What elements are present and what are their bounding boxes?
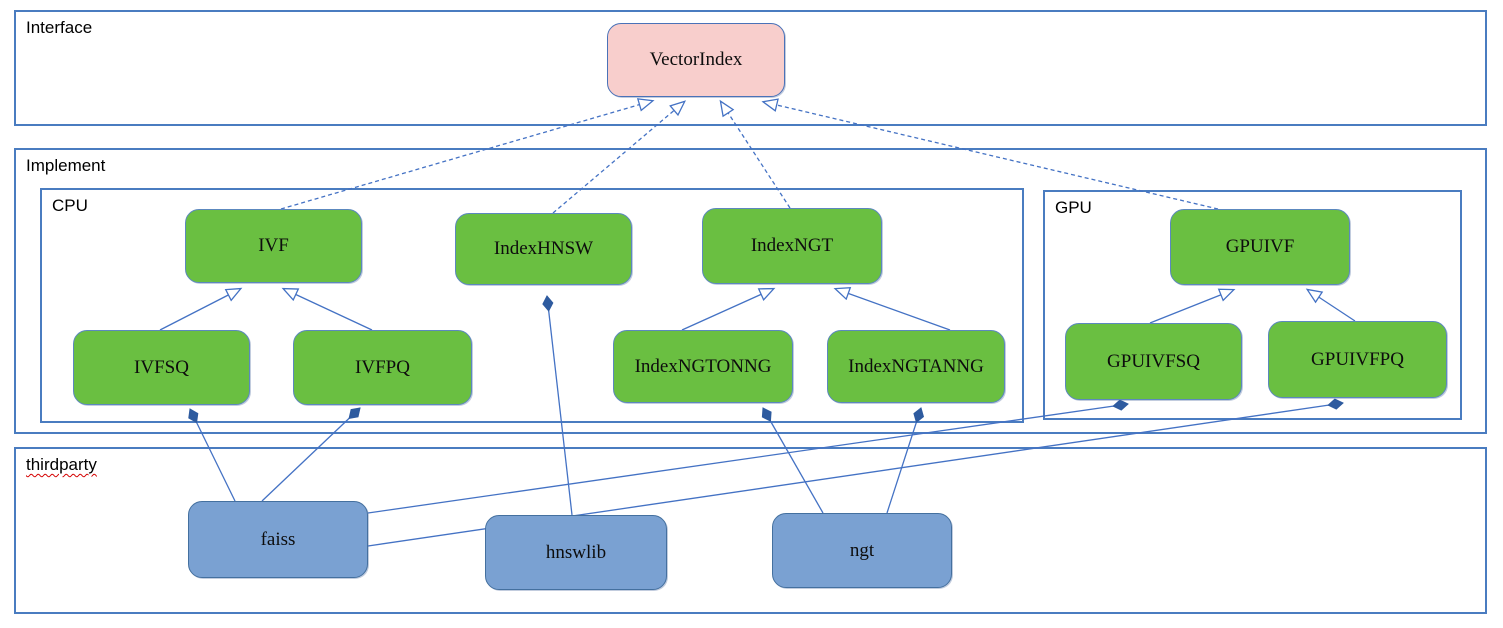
- node-ngt-label: ngt: [849, 539, 875, 561]
- edge-ivf-vectorindex: [280, 98, 655, 210]
- node-vectorindex: VectorIndex: [607, 23, 785, 97]
- node-ivf: IVF: [185, 209, 362, 283]
- node-indexngtanng-label: IndexNGTANNG: [848, 355, 984, 377]
- container-gpu-label: GPU: [1055, 198, 1092, 217]
- edge-indexhnsw-vectorindex: [552, 100, 687, 214]
- edge-indexngt-vectorindex: [719, 99, 791, 209]
- node-gpuivfsq-label: GPUIVFSQ: [1107, 350, 1200, 372]
- edge-ivfsq-ivf: [159, 287, 243, 331]
- node-indexhnsw-label: IndexHNSW: [493, 238, 594, 259]
- edge-ivfpq-ivf: [281, 287, 373, 331]
- container-cpu-label: CPU: [52, 196, 88, 215]
- edge-faiss-ivfpq: [261, 407, 361, 502]
- container-interface-label: Interface: [26, 18, 93, 37]
- node-ngt: ngt: [772, 513, 952, 588]
- node-vectorindex-label: VectorIndex: [649, 49, 743, 70]
- edge-gpuivfsq-gpuivf: [1149, 288, 1236, 324]
- container-implement-label: Implement: [26, 156, 106, 175]
- edge-ngt-indexngtonng: [761, 407, 824, 514]
- node-gpuivf: GPUIVF: [1170, 209, 1350, 285]
- node-ivf-label: IVF: [258, 235, 289, 256]
- edge-indexngtonng-indexngt: [681, 287, 776, 331]
- node-gpuivf-label: GPUIVF: [1225, 236, 1295, 257]
- node-indexngtanng: IndexNGTANNG: [827, 330, 1005, 403]
- node-faiss: faiss: [188, 501, 368, 578]
- node-gpuivfsq: GPUIVFSQ: [1065, 323, 1242, 400]
- node-hnswlib: hnswlib: [485, 515, 667, 590]
- node-indexngtonng: IndexNGTONNG: [613, 330, 793, 403]
- node-ivfsq: IVFSQ: [73, 330, 250, 405]
- node-indexngtonng-label: IndexNGTONNG: [634, 355, 772, 377]
- node-ivfpq-label: IVFPQ: [355, 356, 410, 378]
- node-ivfsq-label: IVFSQ: [134, 356, 189, 378]
- node-indexhnsw: IndexHNSW: [455, 213, 632, 285]
- edge-faiss-gpuivfsq: [367, 399, 1129, 514]
- edge-gpuivf-vectorindex: [761, 98, 1219, 210]
- node-indexngt-label: IndexNGT: [750, 235, 834, 256]
- edge-ngt-indexngtanng: [886, 407, 925, 514]
- container-thirdparty-label: thirdparty: [26, 455, 97, 474]
- node-faiss-label: faiss: [260, 528, 296, 550]
- node-hnswlib-label: hnswlib: [545, 541, 607, 563]
- node-ivfpq: IVFPQ: [293, 330, 472, 405]
- node-gpuivfpq-label: GPUIVFPQ: [1311, 348, 1404, 370]
- node-gpuivfpq: GPUIVFPQ: [1268, 321, 1447, 398]
- edge-hnswlib-indexhnsw: [542, 295, 573, 516]
- node-indexngt: IndexNGT: [702, 208, 882, 284]
- edge-gpuivfpq-gpuivf: [1305, 288, 1356, 322]
- edge-faiss-ivfsq: [188, 408, 236, 502]
- edge-indexngtanng-indexngt: [833, 287, 951, 331]
